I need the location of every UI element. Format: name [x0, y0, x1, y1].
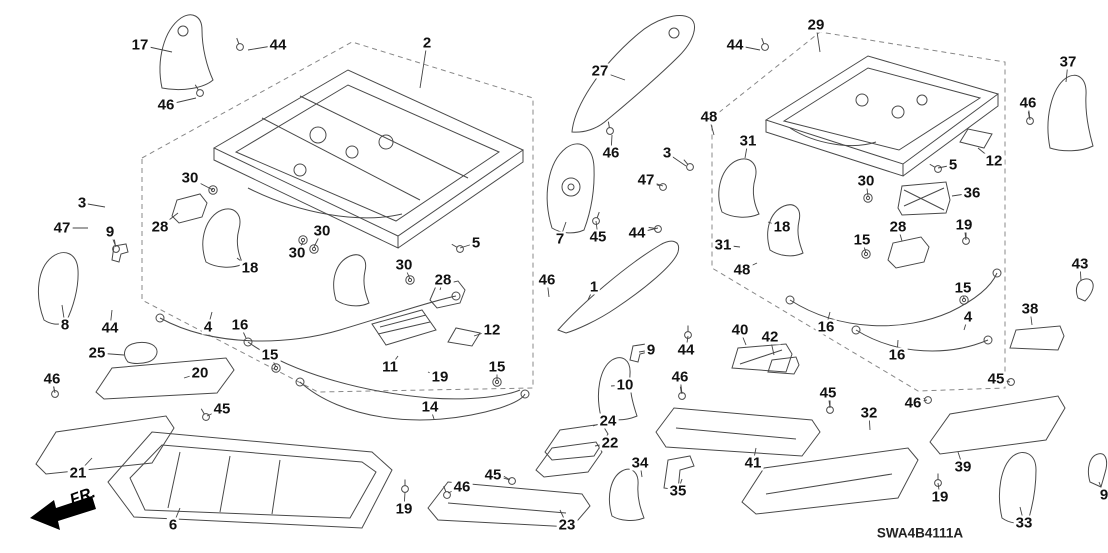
callout-4: 4	[201, 318, 215, 336]
callout-44: 44	[724, 36, 746, 54]
diagram-code: SWA4B4111A	[876, 525, 964, 541]
callout-29: 29	[805, 16, 827, 34]
callout-1: 1	[587, 278, 601, 296]
callout-27: 27	[589, 62, 611, 80]
callout-6: 6	[166, 516, 180, 534]
callout-41: 41	[742, 454, 764, 472]
callout-44: 44	[99, 319, 121, 337]
callout-11: 11	[380, 358, 400, 376]
callout-30: 30	[179, 169, 201, 187]
callout-48: 48	[731, 261, 753, 279]
callout-34: 34	[629, 454, 651, 472]
callout-22: 22	[599, 434, 621, 452]
callout-25: 25	[86, 344, 108, 362]
callout-47: 47	[51, 219, 73, 237]
callout-46: 46	[155, 96, 177, 114]
callout-9: 9	[644, 341, 658, 359]
callout-45: 45	[482, 466, 504, 484]
callout-44: 44	[626, 224, 648, 242]
callout-4: 4	[961, 308, 975, 326]
callout-40: 40	[729, 321, 751, 339]
callout-28: 28	[887, 218, 909, 236]
callout-9: 9	[1097, 487, 1108, 503]
callout-33: 33	[1013, 514, 1035, 532]
callout-30: 30	[311, 222, 333, 240]
callout-37: 37	[1057, 53, 1079, 71]
callout-10: 10	[614, 376, 636, 394]
callout-17: 17	[129, 36, 151, 54]
callout-30: 30	[855, 172, 877, 190]
callout-19: 19	[393, 500, 415, 518]
callout-46: 46	[669, 368, 691, 386]
callout-15: 15	[486, 358, 508, 376]
callout-46: 46	[600, 144, 622, 162]
fr-direction-indicator: FR.	[26, 482, 126, 534]
callout-19: 19	[953, 216, 975, 234]
callout-20: 20	[189, 364, 211, 382]
callout-46: 46	[902, 394, 924, 412]
callout-48: 48	[698, 108, 720, 126]
callout-31: 31	[737, 132, 759, 150]
callout-12: 12	[481, 321, 503, 339]
callout-32: 32	[858, 404, 880, 422]
callout-16: 16	[229, 316, 251, 334]
callout-31: 31	[712, 236, 734, 254]
control-cables-illustration	[155, 268, 1002, 421]
callout-46: 46	[536, 271, 558, 289]
callout-9: 9	[103, 223, 117, 241]
callout-28: 28	[432, 271, 454, 289]
callout-5: 5	[946, 156, 960, 174]
callout-45: 45	[985, 370, 1007, 388]
callout-44: 44	[675, 341, 697, 359]
fr-arrow-icon	[30, 496, 96, 530]
callout-23: 23	[556, 516, 578, 534]
callout-8: 8	[58, 316, 72, 334]
callout-35: 35	[667, 482, 689, 500]
callout-3: 3	[660, 144, 674, 162]
callout-47: 47	[635, 171, 657, 189]
callout-39: 39	[952, 458, 974, 476]
callout-15: 15	[851, 231, 873, 249]
callout-45: 45	[211, 400, 233, 418]
callout-43: 43	[1069, 255, 1091, 273]
callout-46: 46	[41, 370, 63, 388]
callout-45: 45	[587, 228, 609, 246]
callout-12: 12	[983, 152, 1005, 170]
callout-44: 44	[267, 36, 289, 54]
callout-14: 14	[419, 398, 441, 416]
callout-28: 28	[149, 218, 171, 236]
callout-21: 21	[67, 464, 89, 482]
callout-42: 42	[759, 328, 781, 346]
callout-19: 19	[929, 488, 951, 506]
callout-38: 38	[1019, 300, 1041, 318]
left-seat-frame-illustration	[212, 69, 525, 249]
callout-19: 19	[429, 368, 451, 386]
callout-16: 16	[815, 318, 837, 336]
callout-18: 18	[771, 218, 793, 236]
callout-15: 15	[259, 346, 281, 364]
callout-15: 15	[952, 279, 974, 297]
callout-7: 7	[553, 230, 567, 248]
right-seat-frame-illustration	[764, 55, 1000, 177]
callout-36: 36	[961, 184, 983, 202]
callout-24: 24	[597, 412, 619, 430]
riser-brackets-illustration	[159, 14, 1094, 334]
callout-5: 5	[469, 234, 483, 252]
callout-2: 2	[420, 34, 434, 52]
callout-30: 30	[286, 244, 308, 262]
callout-45: 45	[817, 384, 839, 402]
callout-16: 16	[886, 346, 908, 364]
callout-3: 3	[75, 194, 89, 212]
callout-46: 46	[451, 478, 473, 496]
callout-30: 30	[393, 256, 415, 274]
seat-pans-and-rails-illustration	[35, 325, 1066, 529]
callout-46: 46	[1017, 94, 1039, 112]
callout-18: 18	[239, 259, 261, 277]
